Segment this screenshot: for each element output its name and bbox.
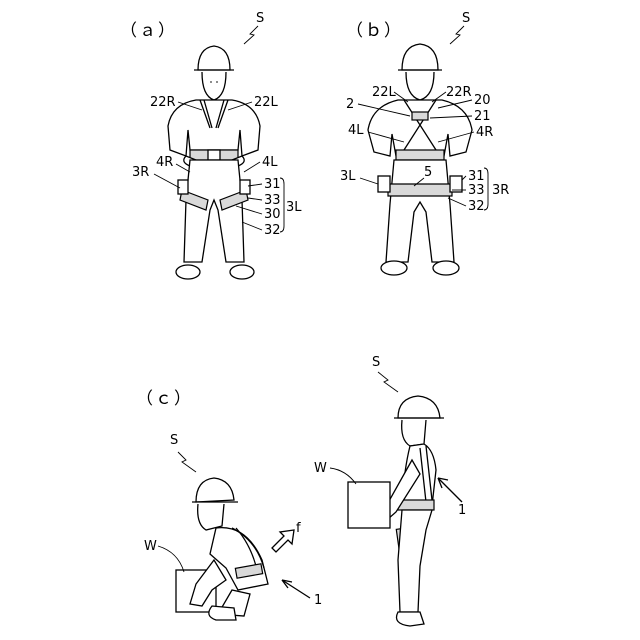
panel-b-label-21: 21	[474, 109, 491, 124]
panel-c-1-left-label: 1	[314, 593, 322, 608]
panel-b-title: （ｂ）	[346, 21, 403, 41]
panel-b-label-22l: 22L	[372, 85, 397, 100]
worker-crouching-figure	[176, 478, 268, 620]
panel-c-s-right-label: S	[372, 355, 380, 370]
panel-a-label-3r: 3R	[132, 165, 149, 180]
panel-c-1-right-label: 1	[458, 503, 466, 518]
panel-b-label-22r: 22R	[446, 85, 472, 100]
panel-c: （ｃ） S W f 1 S	[136, 355, 466, 626]
panel-a-label-31: 31	[264, 177, 281, 192]
load-box-right	[348, 482, 390, 528]
panel-b-label-4r: 4R	[476, 125, 493, 140]
panel-c-s-left-label: S	[170, 433, 178, 448]
panel-c-w-left-label: W	[144, 539, 157, 554]
panel-b-bracket	[484, 168, 488, 210]
panel-b-label-5: 5	[424, 165, 432, 180]
worker-back-figure	[368, 44, 472, 275]
panel-a-s-leader	[244, 26, 258, 44]
panel-b-s-leader	[450, 26, 464, 44]
panel-a-label-4l: 4L	[262, 155, 278, 170]
panel-a-label-4r: 4R	[156, 155, 173, 170]
panel-b-label-33: 33	[468, 183, 485, 198]
panel-b-s-label: S	[462, 11, 470, 26]
panel-a-title: （ａ）	[120, 21, 177, 41]
panel-a-label-22r: 22R	[150, 95, 176, 110]
panel-a-label-32: 32	[264, 223, 281, 238]
panel-b-label-32: 32	[468, 199, 485, 214]
panel-a: （ａ） S	[120, 11, 302, 279]
panel-c-w-left-leader	[158, 546, 184, 572]
force-arrow-f	[272, 530, 294, 552]
panel-b-label-31: 31	[468, 169, 485, 184]
panel-c-title: （ｃ）	[136, 389, 193, 409]
panel-b-label-4l: 4L	[348, 123, 364, 138]
panel-c-w-right-label: W	[314, 461, 327, 476]
panel-a-label-22l: 22L	[254, 95, 279, 110]
panel-b-label-3l: 3L	[340, 169, 356, 184]
worker-front-figure	[168, 46, 260, 279]
worker-standing-figure	[348, 396, 444, 626]
panel-c-s-right-leader	[378, 372, 398, 392]
panel-c-s-left-leader	[178, 452, 196, 472]
panel-b-label-2: 2	[346, 97, 354, 112]
panel-b: （ｂ） S 22L 22R 2 20 21 4L	[340, 11, 509, 275]
panel-c-1-left-arrow	[282, 580, 310, 598]
panel-a-label-30: 30	[264, 207, 281, 222]
panel-b-label-3r: 3R	[492, 183, 509, 198]
panel-c-f-label: f	[296, 521, 301, 536]
panel-a-bracket	[280, 178, 284, 232]
panel-c-1-right-arrow	[438, 478, 462, 502]
panel-a-label-3l: 3L	[286, 200, 302, 215]
panel-a-label-33: 33	[264, 193, 281, 208]
harness-back-plate	[412, 112, 428, 120]
panel-b-label-20: 20	[474, 93, 491, 108]
panel-a-s-label: S	[256, 11, 264, 26]
